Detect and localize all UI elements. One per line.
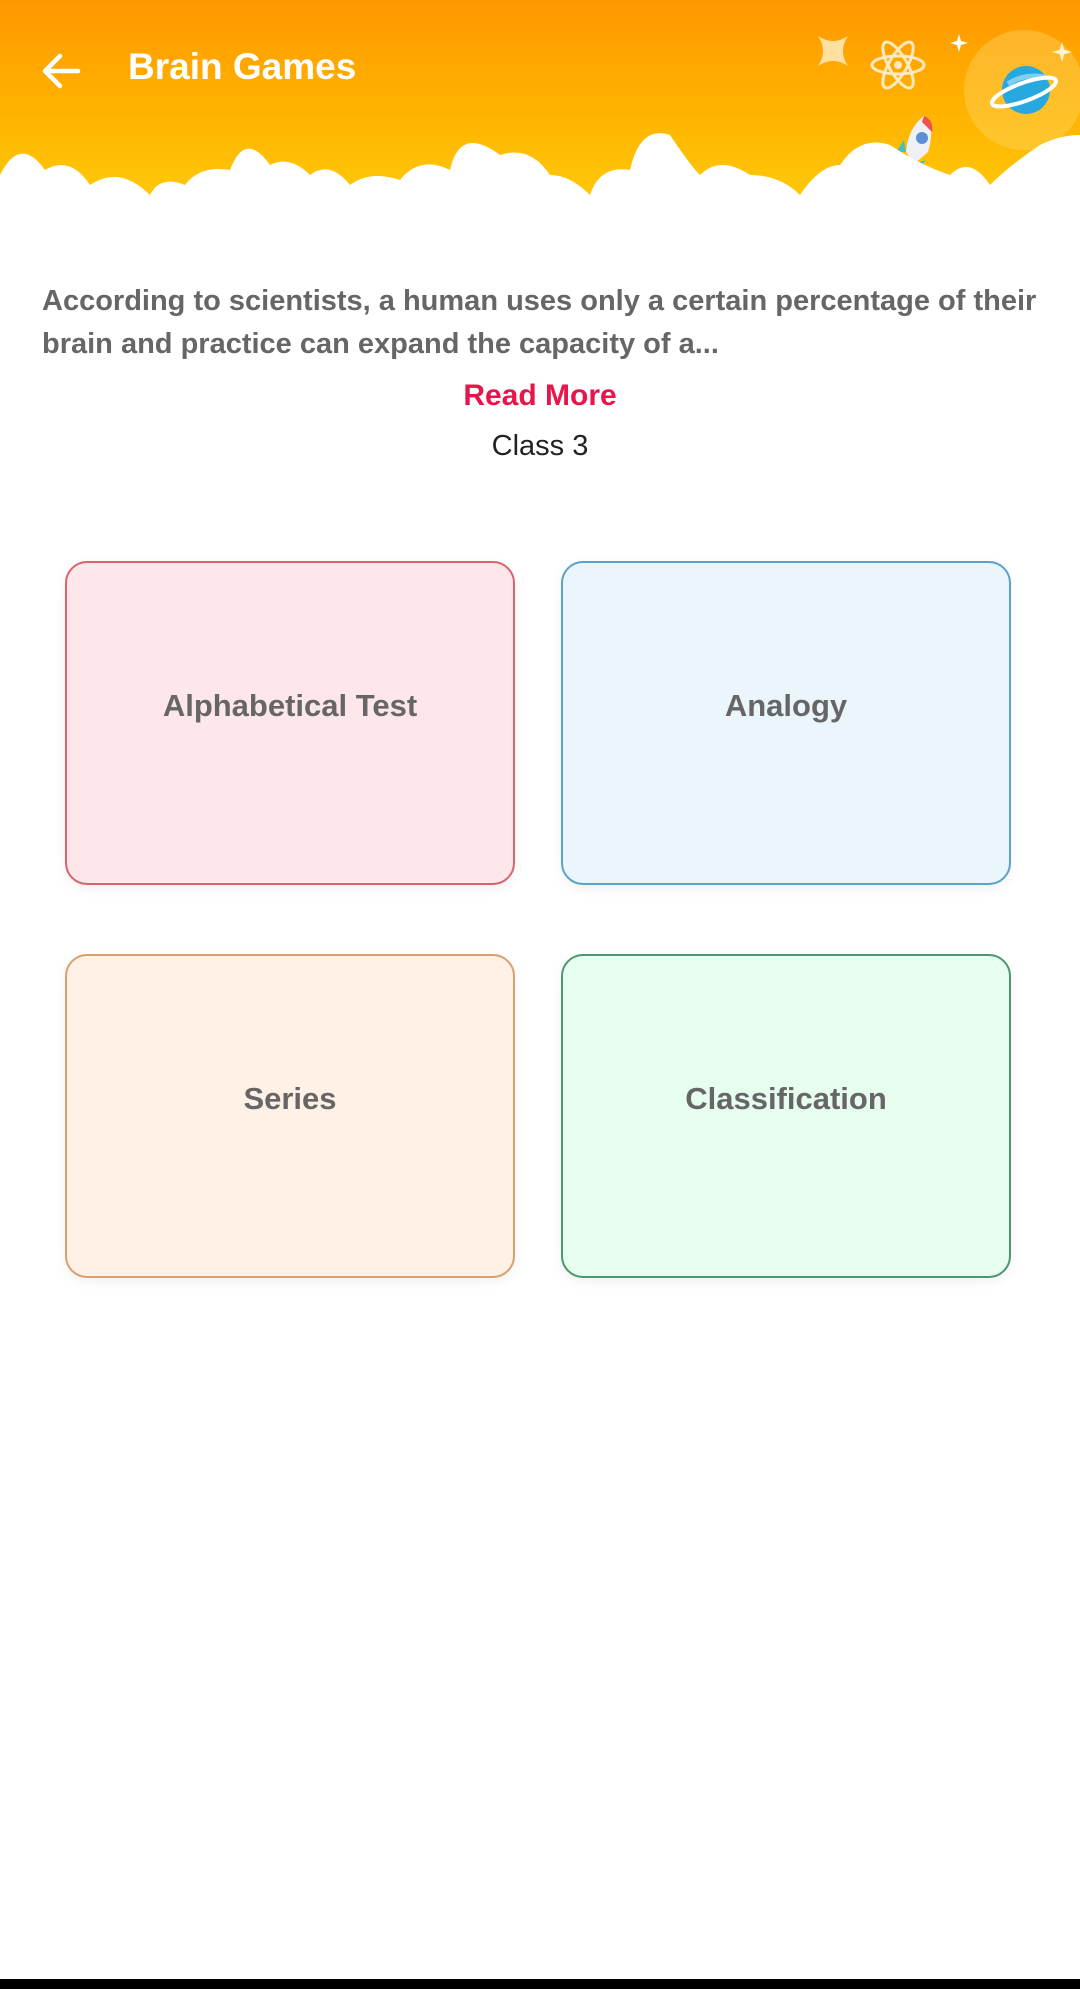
sparkle-icon [950, 34, 968, 52]
description-text: According to scientists, a human uses on… [42, 285, 1037, 360]
app-header: Brain Games [0, 0, 1080, 205]
game-card-series[interactable]: Series [65, 954, 515, 1278]
sparkle-icon [1052, 42, 1072, 62]
class-label: Class 3 [491, 430, 589, 462]
back-arrow-icon[interactable] [38, 48, 84, 94]
game-card-analogy[interactable]: Analogy [561, 561, 1011, 885]
game-card-label: Series [243, 1081, 337, 1116]
game-card-alphabetical-test[interactable]: Alphabetical Test [65, 561, 515, 885]
game-card-label: Classification [685, 1081, 887, 1116]
game-card-classification[interactable]: Classification [561, 954, 1011, 1278]
system-nav-bar [0, 1979, 1080, 1989]
atom-icon [870, 40, 926, 90]
clouds-decoration [0, 133, 1080, 205]
read-more-link[interactable]: Read More [463, 379, 617, 412]
page-title: Brain Games [128, 46, 357, 87]
game-card-label: Analogy [724, 688, 848, 723]
planet-icon [989, 66, 1059, 114]
star-icon [818, 36, 848, 66]
game-card-label: Alphabetical Test [162, 688, 418, 723]
